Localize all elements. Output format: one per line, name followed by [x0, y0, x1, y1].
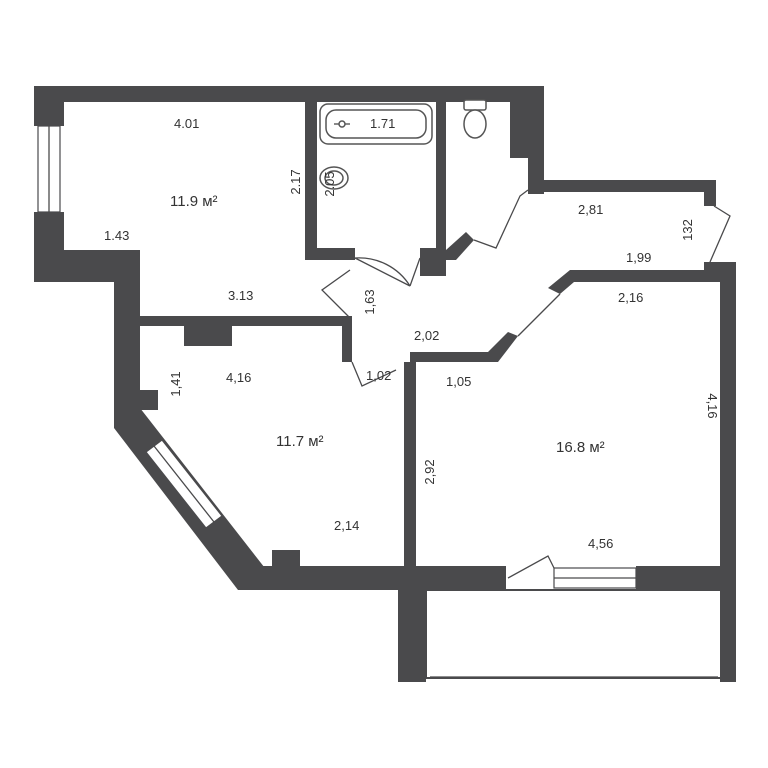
dimension-label: 1,63	[362, 289, 377, 314]
dimension-label: 2,02	[414, 328, 439, 343]
walls	[34, 86, 736, 682]
dimension-label: 4,56	[588, 536, 613, 551]
dimension-label: 4,16	[226, 370, 251, 385]
room-area-label: 11.7 м²	[276, 433, 324, 450]
sink-icon	[319, 166, 349, 190]
dimension-label: 1,41	[168, 371, 183, 396]
doors	[320, 189, 731, 579]
bathtub-icon	[319, 103, 433, 145]
dimension-label: 1,02	[366, 368, 391, 383]
dimension-label: 4.01	[174, 116, 199, 131]
dimension-label: 4,16	[705, 393, 720, 418]
dimension-label: 2.05	[322, 171, 337, 196]
room-area-label: 16.8 м²	[556, 439, 605, 456]
dimension-label: 2.17	[288, 169, 303, 194]
dimension-label: 1,99	[626, 250, 651, 265]
dimension-label: 3.13	[228, 288, 253, 303]
dimension-label: 132	[680, 219, 695, 241]
windows	[37, 125, 718, 678]
toilet-icon	[463, 99, 487, 139]
dimension-label: 2,81	[578, 202, 603, 217]
room-area-label: 11.9 м²	[170, 193, 218, 210]
dimension-label: 2,16	[618, 290, 643, 305]
dimension-label: 1.71	[370, 116, 395, 131]
dimension-label: 1,05	[446, 374, 471, 389]
dimension-label: 2,14	[334, 518, 359, 533]
dimension-label: 1.43	[104, 228, 129, 243]
dimension-label: 2,92	[422, 459, 437, 484]
